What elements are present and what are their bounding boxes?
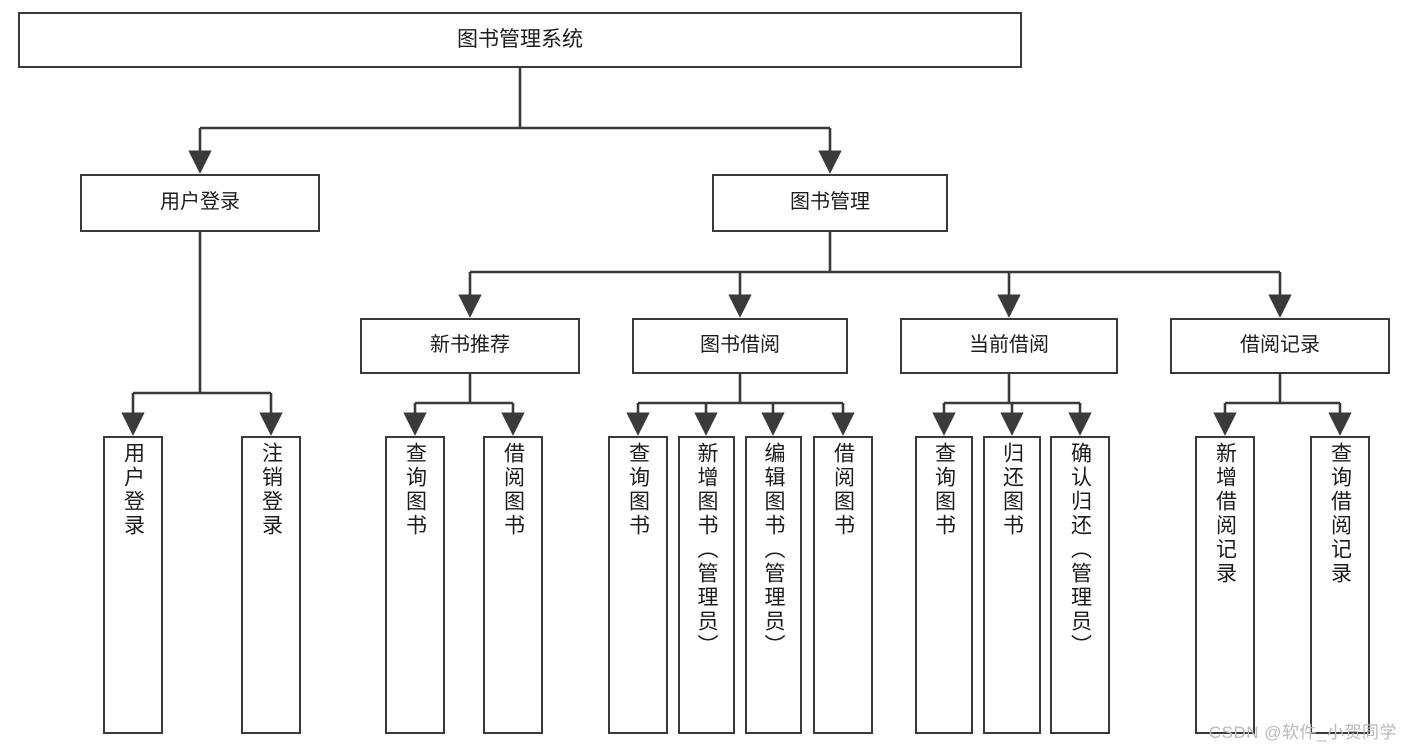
watermark: CSDN @软件_小贺同学 [1208,723,1397,742]
leaf-add-borrow-record[interactable]: 新增借阅记录 [1195,436,1255,734]
leaf-label: 注销登录 [259,442,283,538]
leaf-add-book-admin[interactable]: 新增图书（管理员） [678,436,735,734]
leaf-edit-book-admin[interactable]: 编辑图书（管理员） [745,436,802,734]
node-label: 当前借阅 [969,334,1049,357]
node-label: 图书借阅 [700,334,780,357]
leaf-return-book[interactable]: 归还图书 [983,436,1041,734]
leaf-label: 新增图书（管理员） [695,442,718,658]
leaf-query-book-recommend[interactable]: 查询图书 [385,436,445,734]
leaf-user-login[interactable]: 用户登录 [103,436,163,734]
node-label: 借阅记录 [1240,334,1320,357]
node-borrow-record[interactable]: 借阅记录 [1170,318,1390,374]
leaf-borrow-book-recommend[interactable]: 借阅图书 [483,436,543,734]
node-label: 用户登录 [160,191,240,214]
node-current-borrow[interactable]: 当前借阅 [900,318,1118,374]
node-new-book-recommend[interactable]: 新书推荐 [360,318,580,374]
leaf-lend-book[interactable]: 借阅图书 [813,436,873,734]
leaf-query-borrow-record[interactable]: 查询借阅记录 [1310,436,1370,734]
leaf-logout[interactable]: 注销登录 [241,436,301,734]
node-user-login[interactable]: 用户登录 [80,174,320,232]
node-label: 图书管理系统 [457,27,583,51]
leaf-label: 查询图书 [403,442,427,538]
leaf-label: 查询借阅记录 [1328,442,1352,586]
node-book-borrow[interactable]: 图书借阅 [632,318,848,374]
node-label: 图书管理 [790,191,870,214]
leaf-label: 归还图书 [1000,442,1024,538]
leaf-label: 查询图书 [932,442,956,538]
node-root-system[interactable]: 图书管理系统 [18,12,1022,68]
leaf-label: 用户登录 [121,442,145,538]
leaf-label: 查询图书 [626,442,650,538]
node-book-management[interactable]: 图书管理 [712,174,948,232]
leaf-label: 借阅图书 [831,442,855,538]
leaf-confirm-return-admin[interactable]: 确认归还（管理员） [1050,436,1110,734]
leaf-label: 确认归还（管理员） [1068,442,1092,658]
leaf-label: 借阅图书 [501,442,525,538]
node-label: 新书推荐 [430,334,510,357]
leaf-query-book-current[interactable]: 查询图书 [915,436,973,734]
leaf-label: 编辑图书（管理员） [762,442,785,658]
leaf-query-book-borrow[interactable]: 查询图书 [608,436,668,734]
leaf-label: 新增借阅记录 [1213,442,1237,586]
